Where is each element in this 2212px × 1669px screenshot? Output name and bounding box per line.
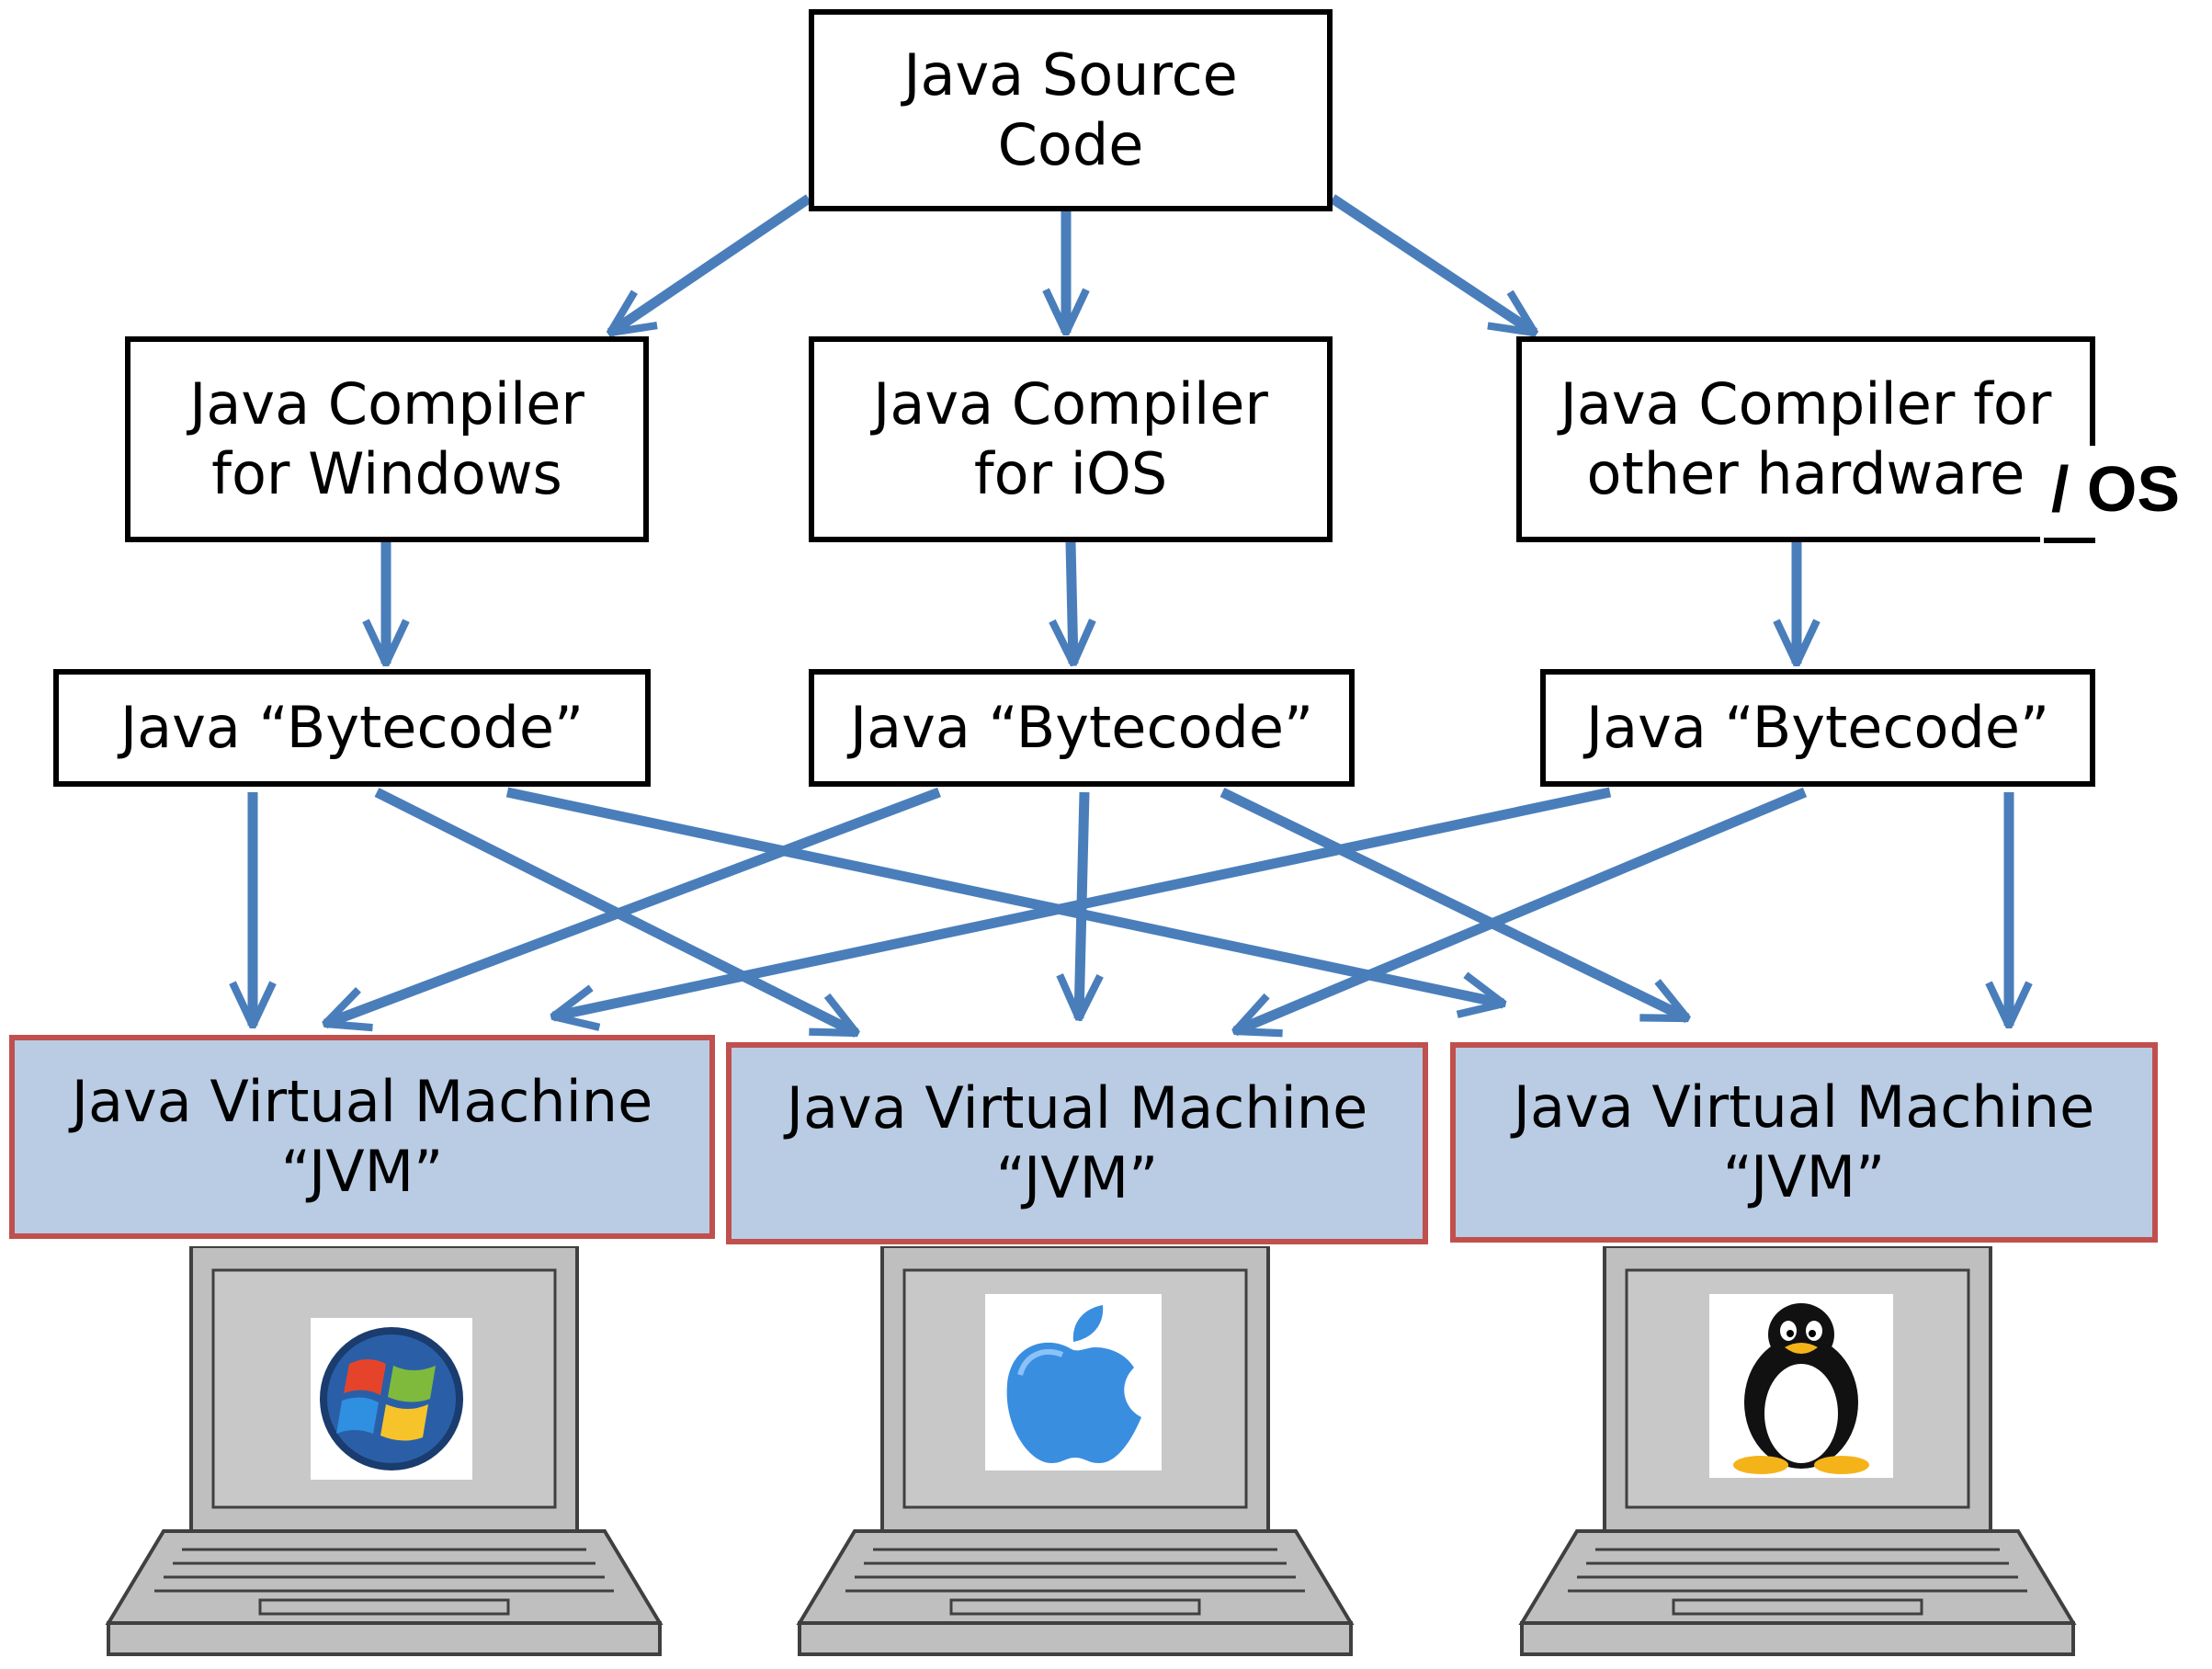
compiler-ios-box: Java Compiler for iOS bbox=[809, 336, 1333, 542]
laptop-linux bbox=[1518, 1246, 2077, 1656]
jvm-box-1: Java Virtual Machine “JVM” bbox=[9, 1035, 715, 1239]
laptop-windows bbox=[105, 1246, 664, 1656]
compiler-other-border-fragment bbox=[2044, 538, 2095, 543]
os-suffix-mask bbox=[2040, 446, 2132, 547]
os-suffix-label: / OS bbox=[2051, 453, 2181, 525]
compiler-windows-line-1: Java Compiler bbox=[189, 370, 584, 438]
java-source-code-box: Java Source Code bbox=[809, 9, 1333, 211]
bytecode-box-1: Java “Bytecode” bbox=[53, 669, 651, 787]
jvm-1-line-1: Java Virtual Machine bbox=[71, 1068, 653, 1136]
jvm-2-line-1: Java Virtual Machine bbox=[786, 1074, 1368, 1142]
bytecode-label-3: Java “Bytecode” bbox=[1585, 694, 2050, 762]
arrow-bytecode-2-to-jvm-3 bbox=[1219, 788, 1687, 1023]
compiler-ios-line-2: for iOS bbox=[973, 440, 1168, 507]
laptop-apple bbox=[796, 1246, 1355, 1656]
source-line-1: Java Source bbox=[903, 41, 1238, 109]
arrow-source-to-compiler-other bbox=[1329, 194, 1535, 333]
compiler-other-line-1: Java Compiler for bbox=[1560, 370, 2052, 438]
compiler-other-line-2: other hardware bbox=[1586, 440, 2025, 507]
windows-logo-icon bbox=[311, 1318, 472, 1480]
jvm-1-line-2: “JVM” bbox=[280, 1138, 444, 1205]
compiler-windows-line-2: for Windows bbox=[211, 440, 562, 507]
bytecode-box-3: Java “Bytecode” bbox=[1540, 669, 2095, 787]
arrow-compiler-ios-to-bytecode-2 bbox=[1071, 541, 1073, 664]
apple-logo-icon bbox=[985, 1294, 1162, 1470]
arrow-bytecode-3-to-jvm-1 bbox=[553, 787, 1612, 1016]
jvm-box-2: Java Virtual Machine “JVM” bbox=[726, 1042, 1428, 1244]
bytecode-label-2: Java “Bytecode” bbox=[849, 694, 1314, 762]
jvm-box-3: Java Virtual Machine “JVM” bbox=[1450, 1042, 2158, 1243]
arrow-bytecode-3-to-jvm-2 bbox=[1235, 787, 1808, 1031]
bytecode-box-2: Java “Bytecode” bbox=[809, 669, 1355, 787]
jvm-3-line-2: “JVM” bbox=[1722, 1143, 1886, 1210]
compiler-ios-line-1: Java Compiler bbox=[873, 370, 1268, 438]
arrow-source-to-compiler-windows bbox=[610, 194, 812, 333]
compiler-windows-box: Java Compiler for Windows bbox=[125, 336, 649, 542]
arrow-bytecode-1-to-jvm-3 bbox=[505, 787, 1503, 1004]
jvm-2-line-2: “JVM” bbox=[995, 1144, 1159, 1211]
arrow-bytecode-2-to-jvm-1 bbox=[325, 787, 941, 1024]
bytecode-label-1: Java “Bytecode” bbox=[119, 694, 584, 762]
jvm-3-line-1: Java Virtual Machine bbox=[1513, 1073, 2095, 1141]
source-line-2: Code bbox=[997, 111, 1144, 178]
compiler-other-box: Java Compiler for other hardware bbox=[1516, 336, 2095, 542]
linux-penguin-icon bbox=[1709, 1294, 1893, 1478]
